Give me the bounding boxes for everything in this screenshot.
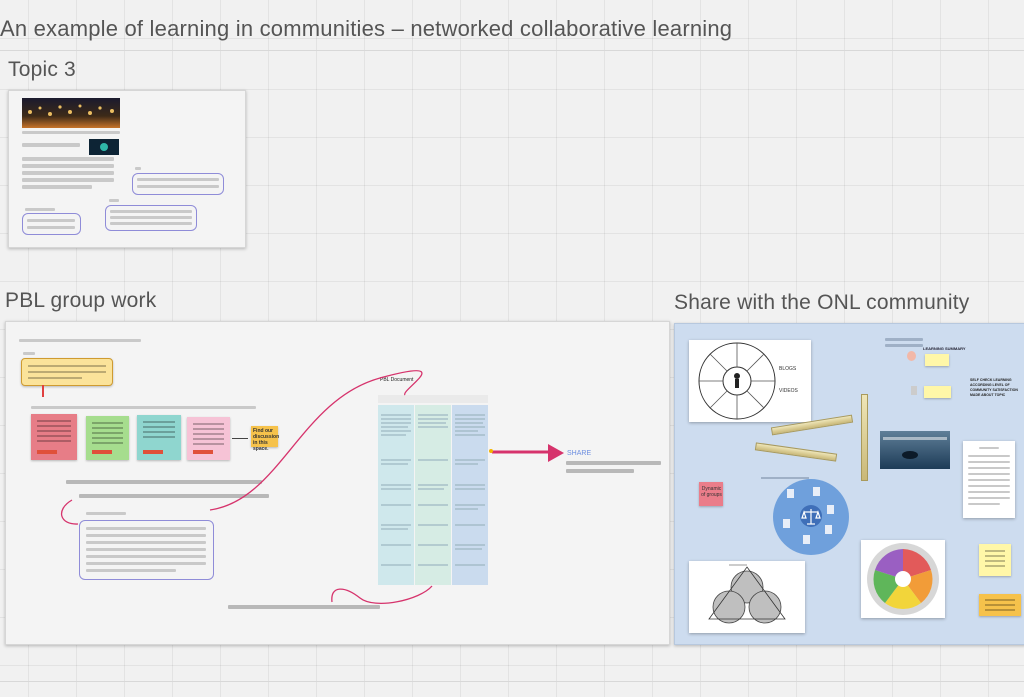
sticky-note-teal[interactable] [137,415,181,460]
colorful-wheel[interactable] [861,540,945,618]
topic-card[interactable] [8,90,246,248]
community-card[interactable]: BLOGS VIDEOS LEARNING SUMMARY SELF CHECK … [674,323,1024,645]
self-check-text: SELF CHECK LEARNING ACCORDING LEVEL OF C… [970,378,1018,397]
find-note[interactable]: Find our discussion in this space. [251,426,280,452]
balance-scale-circle[interactable] [773,479,849,555]
sticky-note-pink[interactable] [187,417,230,460]
text-frame[interactable] [22,213,81,235]
share-frame-title[interactable]: Share with the ONL community [674,291,970,314]
ocean-image[interactable] [880,431,950,469]
pbl-card[interactable]: Find our discussion in this space. SHARE [5,321,670,645]
summary-note[interactable] [924,386,951,398]
document-thumbnail[interactable] [963,441,1015,518]
wheel-diagram[interactable]: BLOGS VIDEOS [689,340,811,422]
board-title: An example of learning in communities – … [0,16,733,41]
pbl-document[interactable]: PBL Document [378,377,488,585]
pbl-frame-title[interactable]: PBL group work [5,289,157,312]
venn-diagram[interactable] [689,561,805,633]
sticky-note-red[interactable] [31,414,77,460]
text-frame[interactable] [105,205,197,231]
share-label: SHARE [567,450,592,457]
sticky-note-green[interactable] [86,416,129,460]
note-yellow[interactable] [979,544,1011,576]
text-frame[interactable] [132,173,224,195]
header-image [22,98,120,128]
plank [754,442,838,462]
dynamic-groups-note[interactable]: Dynamic of groups [699,482,723,506]
summary-note[interactable] [925,354,949,366]
intro-note[interactable] [21,358,113,386]
learning-summary-title: LEARNING SUMMARY [923,346,966,351]
logo-thumbnail [89,139,119,155]
svg-text:VIDEOS: VIDEOS [779,388,799,394]
discussion-frame[interactable] [79,520,214,580]
svg-text:BLOGS: BLOGS [779,366,797,372]
topic-frame-title[interactable]: Topic 3 [8,58,76,81]
plank [861,394,868,481]
note-orange[interactable] [979,594,1021,616]
